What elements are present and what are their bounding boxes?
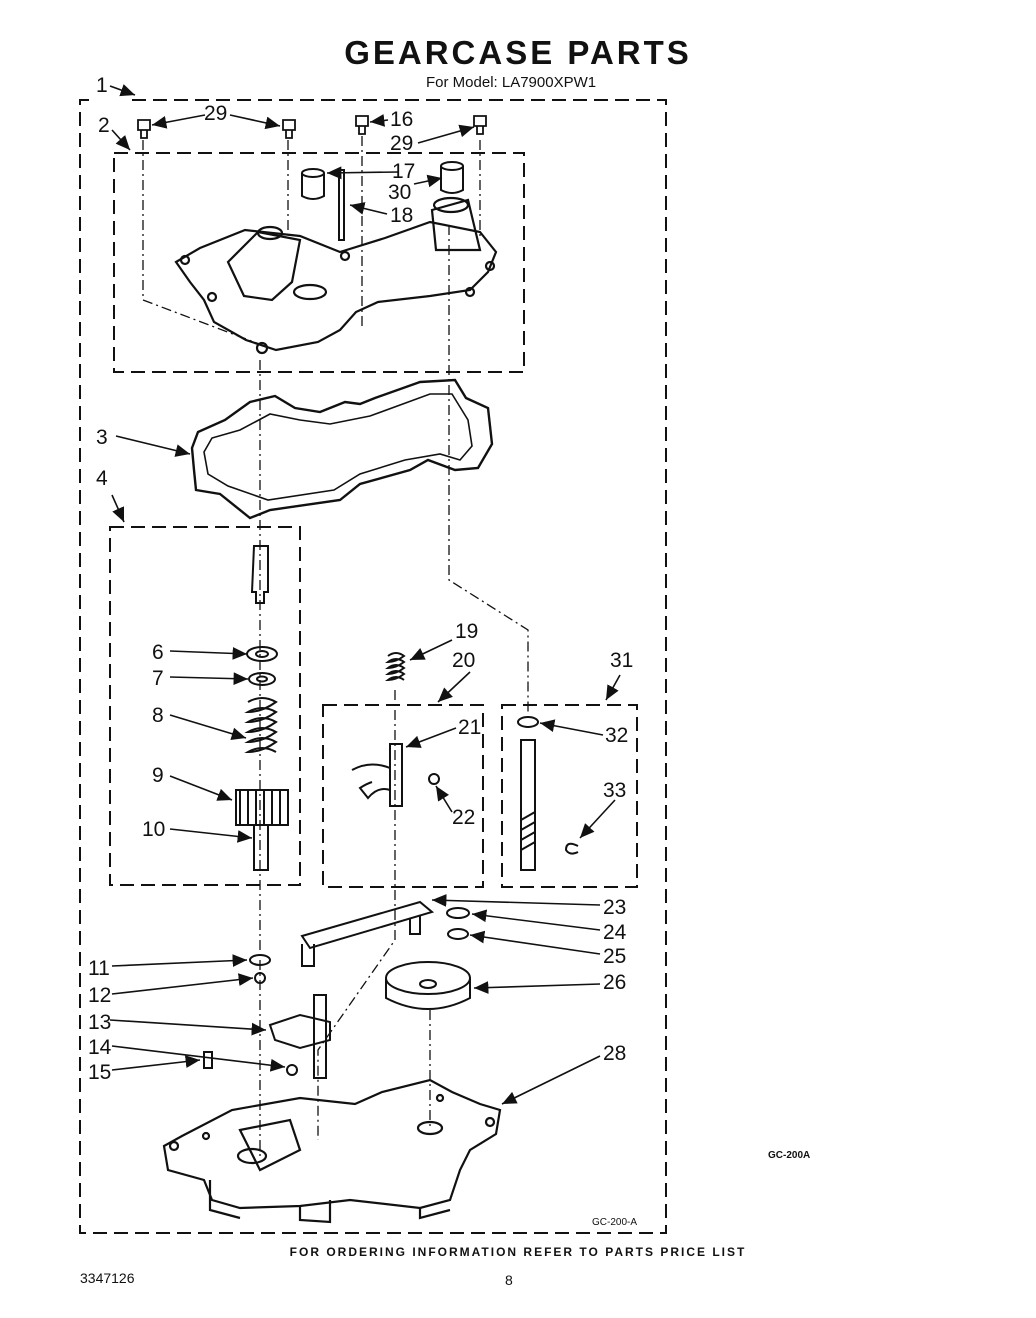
crank-link-23 — [300, 900, 435, 950]
post — [313, 994, 327, 1079]
pin-16 — [355, 115, 369, 135]
page-title: GEARCASE PARTS — [344, 34, 692, 71]
cap-11 — [249, 954, 271, 966]
shifter-fork-assembly — [351, 652, 440, 807]
screw-group — [137, 115, 487, 139]
shaft-10 — [253, 824, 269, 871]
gasket-inner — [203, 393, 473, 501]
align-line-right-shaft — [448, 225, 529, 712]
agitate-shaft-assembly — [235, 545, 289, 871]
spring-19 — [384, 652, 406, 682]
screw-29-right — [473, 115, 487, 135]
roller-14 — [286, 1064, 298, 1076]
callout-29-right: 29 — [390, 132, 413, 155]
gear-26-side — [385, 978, 471, 1010]
pinion-9 — [235, 789, 289, 826]
callout-21: 21 — [458, 716, 481, 739]
callout-4: 4 — [96, 467, 108, 490]
callout-19: 19 — [455, 620, 478, 643]
callout-31: 31 — [610, 649, 633, 672]
fork — [351, 763, 391, 800]
callout-25: 25 — [603, 945, 626, 968]
callout-30: 30 — [388, 181, 411, 204]
callout-24: 24 — [603, 921, 627, 944]
washer-6 — [246, 646, 278, 662]
assembly-box-1 — [79, 99, 667, 1234]
spline-shaft — [250, 545, 269, 604]
callout-18: 18 — [390, 204, 413, 227]
gear-26-top — [385, 961, 471, 995]
figure-code-side: GC-200A — [768, 1150, 811, 1161]
pin-18 — [338, 169, 345, 241]
callout-13: 13 — [88, 1011, 111, 1034]
assembly-box-31 — [501, 704, 638, 888]
model-subtitle: For Model: LA7900XPW1 — [426, 74, 597, 91]
assembly-box-20 — [322, 704, 484, 888]
screw-29-mid — [282, 119, 296, 139]
drive-shaft-assembly — [517, 716, 579, 871]
gear-sector-13 — [268, 1013, 331, 1050]
spring-8 — [244, 697, 278, 754]
callout-7: 7 — [152, 667, 164, 690]
page-number: 8 — [505, 1272, 513, 1288]
callout-16: 16 — [390, 108, 413, 131]
callout-8: 8 — [152, 704, 164, 727]
ordering-footer: FOR ORDERING INFORMATION REFER TO PARTS … — [289, 1245, 747, 1259]
callout-10: 10 — [142, 818, 165, 841]
callout-3: 3 — [96, 426, 108, 449]
clip-33 — [564, 842, 579, 855]
figure-code-corner: GC-200-A — [592, 1217, 638, 1228]
callout-23: 23 — [603, 896, 626, 919]
callout-11: 11 — [88, 957, 110, 980]
pin-15 — [203, 1051, 213, 1069]
ball-12 — [254, 972, 266, 984]
callout-29-top: 29 — [204, 102, 227, 125]
worm-shaft — [520, 739, 536, 871]
screw-29-left — [137, 119, 151, 139]
callout-6: 6 — [152, 641, 164, 664]
gearcase-cover — [174, 196, 498, 355]
assembly-box-4 — [109, 526, 301, 886]
callout-26: 26 — [603, 971, 626, 994]
callout-33: 33 — [603, 779, 626, 802]
callout-17: 17 — [392, 160, 415, 183]
bushing-17 — [301, 168, 325, 200]
callout-1: 1 — [96, 74, 108, 97]
callout-2: 2 — [98, 114, 110, 137]
bushing-30 — [440, 161, 464, 194]
callout-14: 14 — [88, 1036, 112, 1059]
callout-12: 12 — [88, 984, 111, 1007]
callout-20: 20 — [452, 649, 475, 672]
gearcase-base — [162, 1078, 502, 1224]
washer-32 — [517, 716, 539, 728]
callout-32: 32 — [605, 724, 628, 747]
align-line-fork — [317, 690, 396, 1140]
washer-25 — [447, 928, 469, 940]
gasket — [190, 378, 494, 520]
callout-22: 22 — [452, 806, 475, 829]
lower-parts — [203, 900, 471, 1079]
callout-labels: 1 2 29 16 29 17 30 18 3 4 6 7 8 9 10 19 … — [88, 74, 633, 1084]
e-ring-22 — [428, 773, 440, 785]
washer-24 — [446, 907, 470, 919]
callout-9: 9 — [152, 764, 164, 787]
fork-shaft — [389, 743, 403, 807]
document-number: 3347126 — [80, 1270, 135, 1286]
callout-15: 15 — [88, 1061, 111, 1084]
washer-7 — [248, 672, 276, 686]
callout-28: 28 — [603, 1042, 626, 1065]
